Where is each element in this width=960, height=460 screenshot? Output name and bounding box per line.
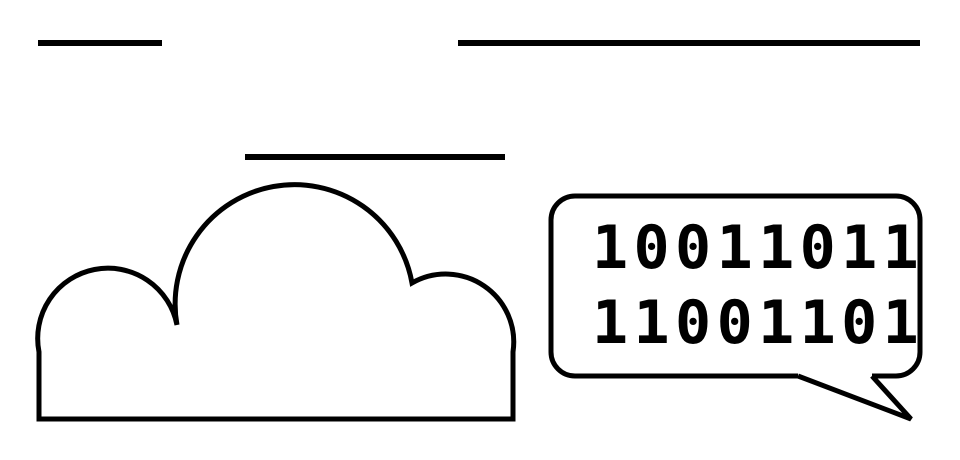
binary-line-2: 11001101 bbox=[592, 288, 924, 358]
speech-bubble-icon bbox=[548, 193, 923, 379]
speech-bubble-tail bbox=[797, 373, 913, 422]
cloud-icon bbox=[35, 182, 517, 422]
binary-line-1: 10011011 bbox=[592, 213, 924, 283]
